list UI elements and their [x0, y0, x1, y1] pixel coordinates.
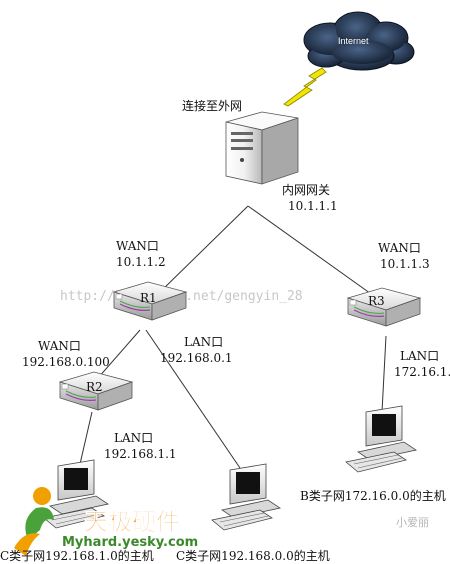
- router-r3-name: R3: [368, 294, 385, 308]
- uplink-label: 连接至外网: [182, 98, 242, 113]
- host-c0-label: C类子网192.168.0.0的主机: [176, 548, 330, 563]
- lightning-bolt-icon: [283, 67, 327, 107]
- runner-figure-icon: [14, 487, 54, 556]
- router-r1-wan-label: WAN口: [116, 239, 159, 253]
- internet-label: Internet: [338, 36, 369, 46]
- router-r2-icon: [58, 371, 134, 411]
- router-r1-wan-ip: 10.1.1.2: [116, 255, 166, 269]
- brand-name: 天极硬件: [84, 508, 180, 536]
- router-r2-wan-ip: 192.168.0.100: [22, 355, 110, 369]
- link-r1-r2: [97, 329, 141, 379]
- link-r3-host-b: [381, 335, 387, 413]
- host-b-label: B类子网172.16.0.0的主机: [300, 488, 446, 503]
- router-r1-icon: [112, 281, 188, 321]
- link-r1-host-c0: [145, 329, 241, 469]
- gateway-title: 内网网关: [282, 183, 330, 197]
- host-pc-c0-icon: [211, 463, 282, 531]
- host-pc-b-icon: [345, 405, 418, 473]
- router-r3-icon: [346, 287, 422, 327]
- brand-url: Myhard.yesky.com: [62, 535, 198, 550]
- router-r3-lan-label: LAN口: [400, 349, 439, 363]
- gateway-server-icon: [225, 111, 299, 185]
- router-r2-lan-ip: 192.168.1.1: [104, 447, 177, 461]
- router-r2-lan-label: LAN口: [114, 431, 153, 445]
- link-r2-host-c1: [79, 411, 93, 465]
- connection-lines: [79, 205, 387, 469]
- host-pc-c1-icon: [43, 459, 110, 529]
- gateway-ip: 10.1.1.1: [288, 199, 338, 213]
- router-r2-name: R2: [86, 380, 103, 394]
- router-r1-lan-label: LAN口: [184, 335, 223, 349]
- internet-cloud-icon: Internet: [303, 11, 415, 71]
- router-r1-name: R1: [140, 291, 157, 305]
- router-r1-lan-ip: 192.168.0.1: [160, 351, 233, 365]
- router-r2-wan-label: WAN口: [38, 339, 81, 353]
- link-gateway-r3: [247, 205, 375, 297]
- link-gateway-r1: [157, 205, 249, 295]
- router-r3-lan-ip: 172.16.1.1: [394, 365, 450, 379]
- router-r3-wan-ip: 10.1.1.3: [380, 257, 430, 271]
- corner-watermark: 小爱丽: [396, 516, 429, 529]
- host-c1-label: C类子网192.168.1.0的主机: [0, 548, 154, 563]
- router-r3-wan-label: WAN口: [378, 241, 421, 255]
- yesky-logo: 天极硬件 Myhard.yesky.com: [14, 487, 198, 556]
